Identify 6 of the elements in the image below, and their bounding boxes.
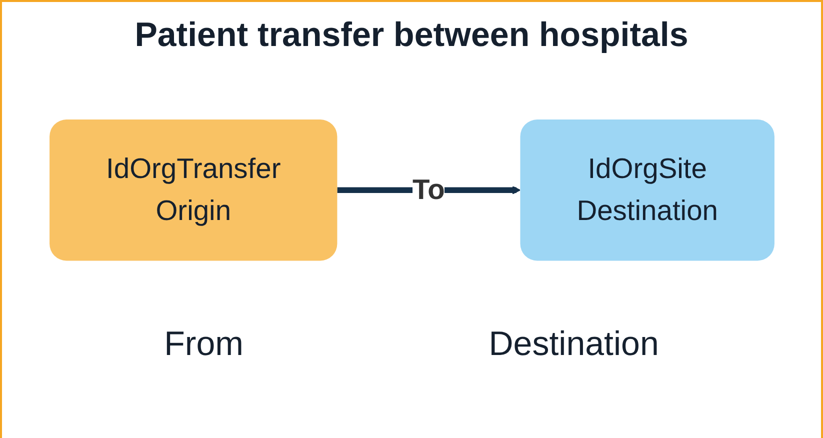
node-box: IdOrgSite Destination	[520, 119, 774, 261]
node-caption: Destination	[488, 325, 659, 364]
node-box: IdOrgTransfer Origin	[49, 119, 337, 261]
edge-label: To	[412, 174, 444, 206]
diagram-title: Patient transfer between hospitals	[134, 16, 688, 55]
node-caption: From	[164, 325, 244, 364]
